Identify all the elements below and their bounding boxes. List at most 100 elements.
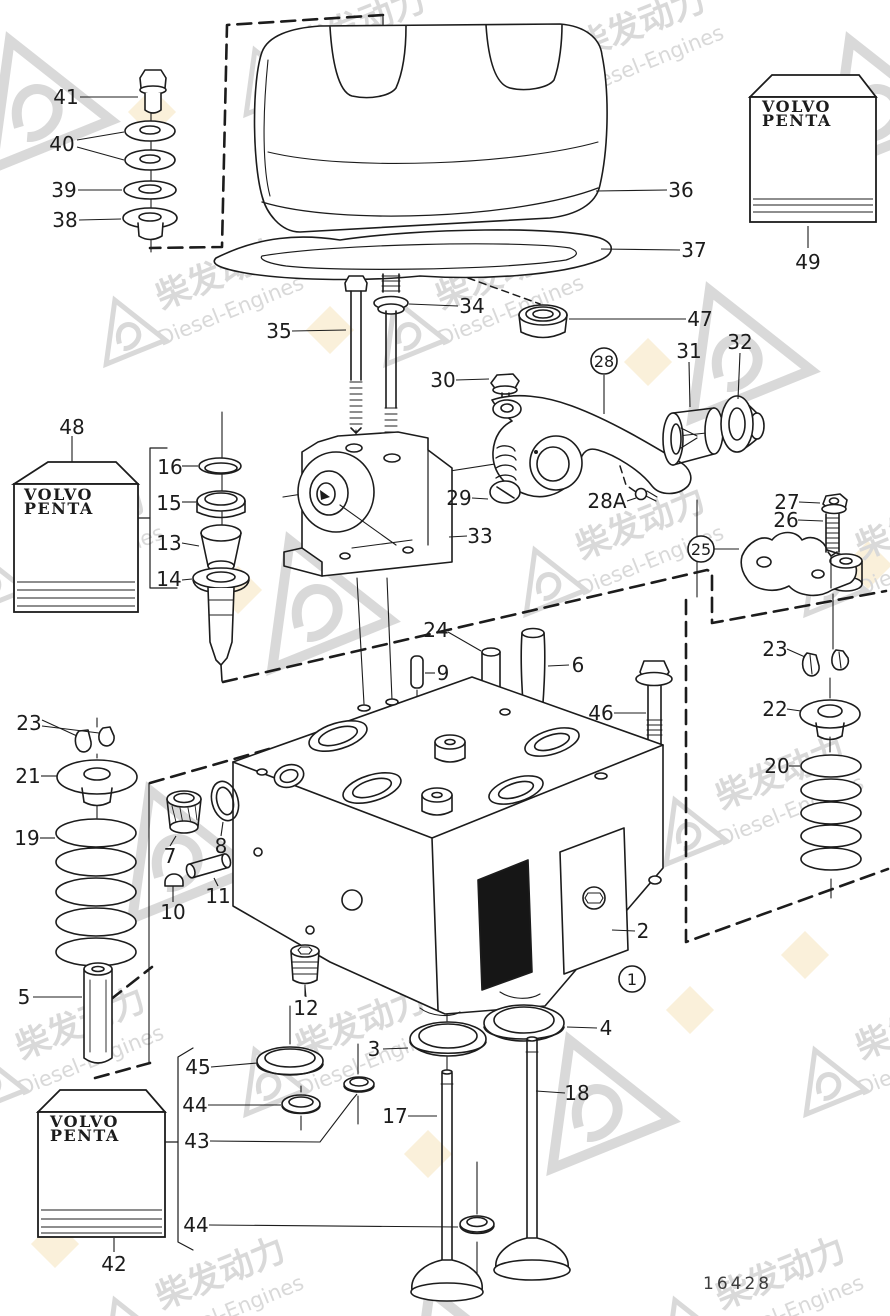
box-brand-text: VOLVO bbox=[761, 97, 831, 116]
callout-leader-line bbox=[382, 1047, 409, 1050]
watermark-logo-icon bbox=[0, 1045, 31, 1119]
watermark-unit bbox=[126, 781, 261, 927]
callout-number: 22 bbox=[762, 697, 787, 721]
callout-number: 29 bbox=[446, 486, 471, 510]
watermark-logo-icon bbox=[686, 281, 821, 427]
callout-number: 15 bbox=[156, 491, 181, 515]
callout-circle bbox=[687, 535, 715, 563]
callout-number: 36 bbox=[668, 178, 693, 202]
part-callout-38: 38 bbox=[52, 208, 122, 232]
callout-number: 49 bbox=[795, 250, 820, 274]
drawing-number: 16428 bbox=[703, 1274, 772, 1294]
part-callout-21: 21 bbox=[15, 764, 57, 788]
callout-number: 14 bbox=[156, 567, 181, 591]
stud-34 bbox=[373, 273, 409, 433]
seal-45 bbox=[256, 1046, 324, 1076]
callout-leader-line bbox=[786, 708, 802, 712]
valve-seat-4 bbox=[483, 1004, 565, 1042]
part-callout-32: 32 bbox=[727, 330, 753, 400]
valve-18 bbox=[493, 1036, 571, 1281]
part-callout-6: 6 bbox=[547, 653, 584, 677]
callout-number: 32 bbox=[727, 330, 752, 354]
rocker-arm bbox=[491, 394, 692, 498]
callout-leader-line bbox=[181, 542, 200, 547]
part-callout-13: 13 bbox=[156, 531, 200, 555]
valve-17 bbox=[410, 1069, 484, 1302]
part-callout-20: 20 bbox=[764, 754, 800, 778]
part-callout-10: 10 bbox=[160, 886, 186, 924]
part-callout-26: 26 bbox=[773, 508, 824, 532]
part-callout-43: 43 bbox=[184, 1093, 358, 1153]
callout-number: 28A bbox=[587, 489, 626, 513]
callout-number: 37 bbox=[681, 238, 706, 262]
part-callout-15: 15 bbox=[156, 491, 196, 515]
box-top-face bbox=[35, 1089, 167, 1113]
part-callout-41: 41 bbox=[53, 85, 138, 109]
callout-number: 3 bbox=[368, 1037, 381, 1061]
watermark-logo-icon bbox=[383, 295, 451, 369]
watermark-accent-diamond bbox=[403, 1129, 453, 1179]
pedestal-screw-29 bbox=[489, 445, 521, 504]
callout-leader-line bbox=[304, 986, 307, 998]
part-callout-44: 44 bbox=[182, 1093, 281, 1117]
part-callout-22: 22 bbox=[762, 697, 802, 721]
dowel-pin-11 bbox=[185, 853, 232, 879]
callout-leader-line bbox=[448, 535, 468, 538]
watermark-logo-icon bbox=[0, 31, 121, 177]
seal-44-lower bbox=[459, 1215, 495, 1235]
callout-number: 46 bbox=[588, 701, 613, 725]
part-callout-8: 8 bbox=[215, 821, 227, 858]
callout-number: 27 bbox=[774, 490, 799, 514]
cover-bolt-and-washers bbox=[122, 69, 178, 241]
watermark-logo-icon bbox=[546, 1031, 681, 1177]
part-callout-24: 24 bbox=[423, 618, 482, 652]
screw-plug-12 bbox=[290, 944, 320, 985]
callout-leader-line bbox=[169, 835, 177, 847]
box-front-face bbox=[13, 483, 139, 613]
callout-number: 43 bbox=[184, 1129, 209, 1153]
callout-number: 18 bbox=[564, 1081, 589, 1105]
callout-leader-line bbox=[566, 1026, 598, 1029]
callout-number: 21 bbox=[15, 764, 40, 788]
part-callout-12: 12 bbox=[293, 986, 319, 1020]
tappet-5 bbox=[83, 962, 113, 1064]
part-callout-48: 48 bbox=[59, 415, 85, 462]
callout-number: 16 bbox=[157, 455, 182, 479]
callout-number: 20 bbox=[764, 754, 789, 778]
callout-leader-line bbox=[688, 361, 691, 408]
bracket-stud-26 bbox=[825, 513, 840, 589]
callout-number: 26 bbox=[773, 508, 798, 532]
watermark-logo-icon bbox=[126, 781, 261, 927]
callout-leader-line bbox=[76, 131, 125, 141]
spring-retainer-21 bbox=[56, 759, 138, 807]
watermark-logo-icon bbox=[523, 545, 591, 619]
part-callout-45: 45 bbox=[185, 1055, 258, 1079]
callout-number: 30 bbox=[430, 368, 455, 392]
injector-body bbox=[207, 587, 235, 682]
callout-number: 7 bbox=[164, 844, 177, 868]
watermark-logo-icon bbox=[103, 295, 171, 369]
shaft-washer-32 bbox=[720, 395, 765, 453]
rocker-nut-30 bbox=[490, 373, 520, 403]
callout-number: 5 bbox=[18, 985, 31, 1009]
callout-leader-line bbox=[76, 146, 125, 161]
part-callout-27: 27 bbox=[774, 490, 821, 514]
callout-leader-line bbox=[455, 378, 490, 381]
watermark-accent-diamond bbox=[665, 985, 715, 1035]
callout-number: 10 bbox=[160, 900, 185, 924]
callout-leader-line bbox=[547, 664, 570, 667]
watermark-unit bbox=[266, 531, 401, 677]
box-front-face bbox=[749, 96, 877, 223]
callout-leader-line bbox=[181, 578, 193, 581]
box-brand-text: PENTA bbox=[762, 111, 832, 130]
callout-number: 25 bbox=[691, 540, 711, 559]
callout-number: 2 bbox=[637, 919, 650, 943]
part-callout-30: 30 bbox=[430, 368, 490, 392]
part-callout-47: 47 bbox=[569, 307, 713, 331]
callout-circle bbox=[618, 965, 646, 993]
part-callout-18: 18 bbox=[535, 1081, 590, 1105]
